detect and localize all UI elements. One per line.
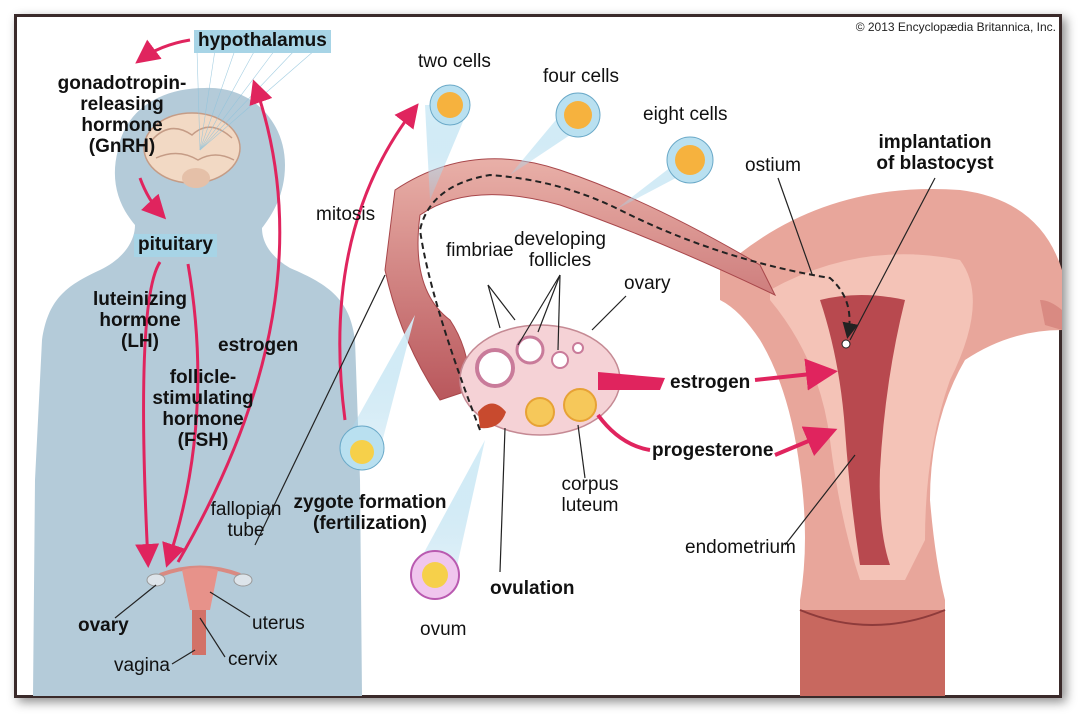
label-gnrh-line: hormone	[81, 114, 163, 136]
label-cervix: cervix	[228, 649, 278, 670]
label-corpus-luteum-line: corpus	[561, 474, 619, 495]
label-implantation-line: of blastocyst	[876, 152, 994, 174]
label-gnrh-line: (GnRH)	[88, 135, 156, 157]
label-developing-follicles-line: developing	[514, 229, 606, 250]
label-corpus-luteum-line: luteum	[561, 494, 619, 516]
label-ostium: ostium	[745, 155, 801, 176]
hypothalamus-rays	[196, 49, 316, 151]
mitosis-arrow	[338, 103, 419, 421]
label-mitosis: mitosis	[316, 204, 376, 225]
label-estrogen-right: estrogen	[670, 372, 751, 393]
label-fsh-line: follicle-	[169, 367, 237, 388]
label-lh-line: hormone	[99, 309, 181, 331]
label-ovulation: ovulation	[490, 578, 575, 599]
label-gnrh: gonadotropin- releasing hormone (GnRH)	[32, 73, 212, 158]
label-corpus-luteum: corpus luteum	[555, 474, 625, 517]
label-implantation: implantation of blastocyst	[870, 132, 1000, 175]
label-lh-line: luteinizing	[93, 289, 187, 310]
label-endometrium: endometrium	[685, 537, 796, 558]
label-fsh-line: hormone	[162, 408, 244, 430]
label-fallopian-tube: fallopian tube	[196, 499, 296, 542]
label-fimbriae: fimbriae	[446, 240, 514, 261]
brain-illustration	[143, 112, 241, 188]
label-fsh-line: (FSH)	[177, 429, 229, 451]
label-two-cells: two cells	[418, 51, 491, 72]
copyright-credit: © 2013 Encyclopædia Britannica, Inc.	[855, 20, 1056, 34]
label-fsh: follicle- stimulating hormone (FSH)	[133, 367, 273, 452]
label-zygote: zygote formation (fertilization)	[285, 492, 455, 535]
label-eight-cells: eight cells	[643, 104, 728, 125]
egg-path	[418, 173, 859, 431]
leader-lines	[114, 177, 936, 665]
label-lh: luteinizing hormone (LH)	[60, 289, 220, 353]
label-ovum: ovum	[420, 619, 467, 640]
large-uterus	[720, 189, 1062, 696]
label-lh-line: (LH)	[121, 330, 159, 352]
hormone-arrows	[135, 38, 282, 568]
cell-callouts	[339, 84, 714, 600]
label-uterus: uterus	[252, 613, 305, 634]
label-fallopian-tube-line: tube	[227, 519, 265, 541]
label-gnrh-line: releasing	[80, 93, 164, 115]
label-gnrh-line: gonadotropin-	[57, 73, 187, 94]
label-vagina: vagina	[114, 655, 170, 676]
label-zygote-line: zygote formation	[293, 492, 447, 513]
label-hypothalamus: hypothalamus	[194, 30, 331, 53]
label-four-cells: four cells	[543, 66, 620, 87]
label-implantation-line: implantation	[878, 132, 992, 153]
label-estrogen-left: estrogen	[218, 335, 299, 356]
ovary-hormone-arrows	[596, 358, 838, 457]
ovary-illustration	[459, 324, 621, 436]
label-ovary-left: ovary	[78, 615, 129, 636]
label-developing-follicles-line: follicles	[528, 249, 592, 271]
label-ovary-right: ovary	[624, 273, 671, 294]
label-fallopian-tube-line: fallopian	[210, 499, 282, 520]
label-developing-follicles: developing follicles	[505, 229, 615, 272]
label-pituitary: pituitary	[134, 234, 217, 257]
label-zygote-line: (fertilization)	[313, 512, 427, 534]
label-progesterone: progesterone	[652, 440, 774, 461]
label-fsh-line: stimulating	[152, 387, 254, 409]
